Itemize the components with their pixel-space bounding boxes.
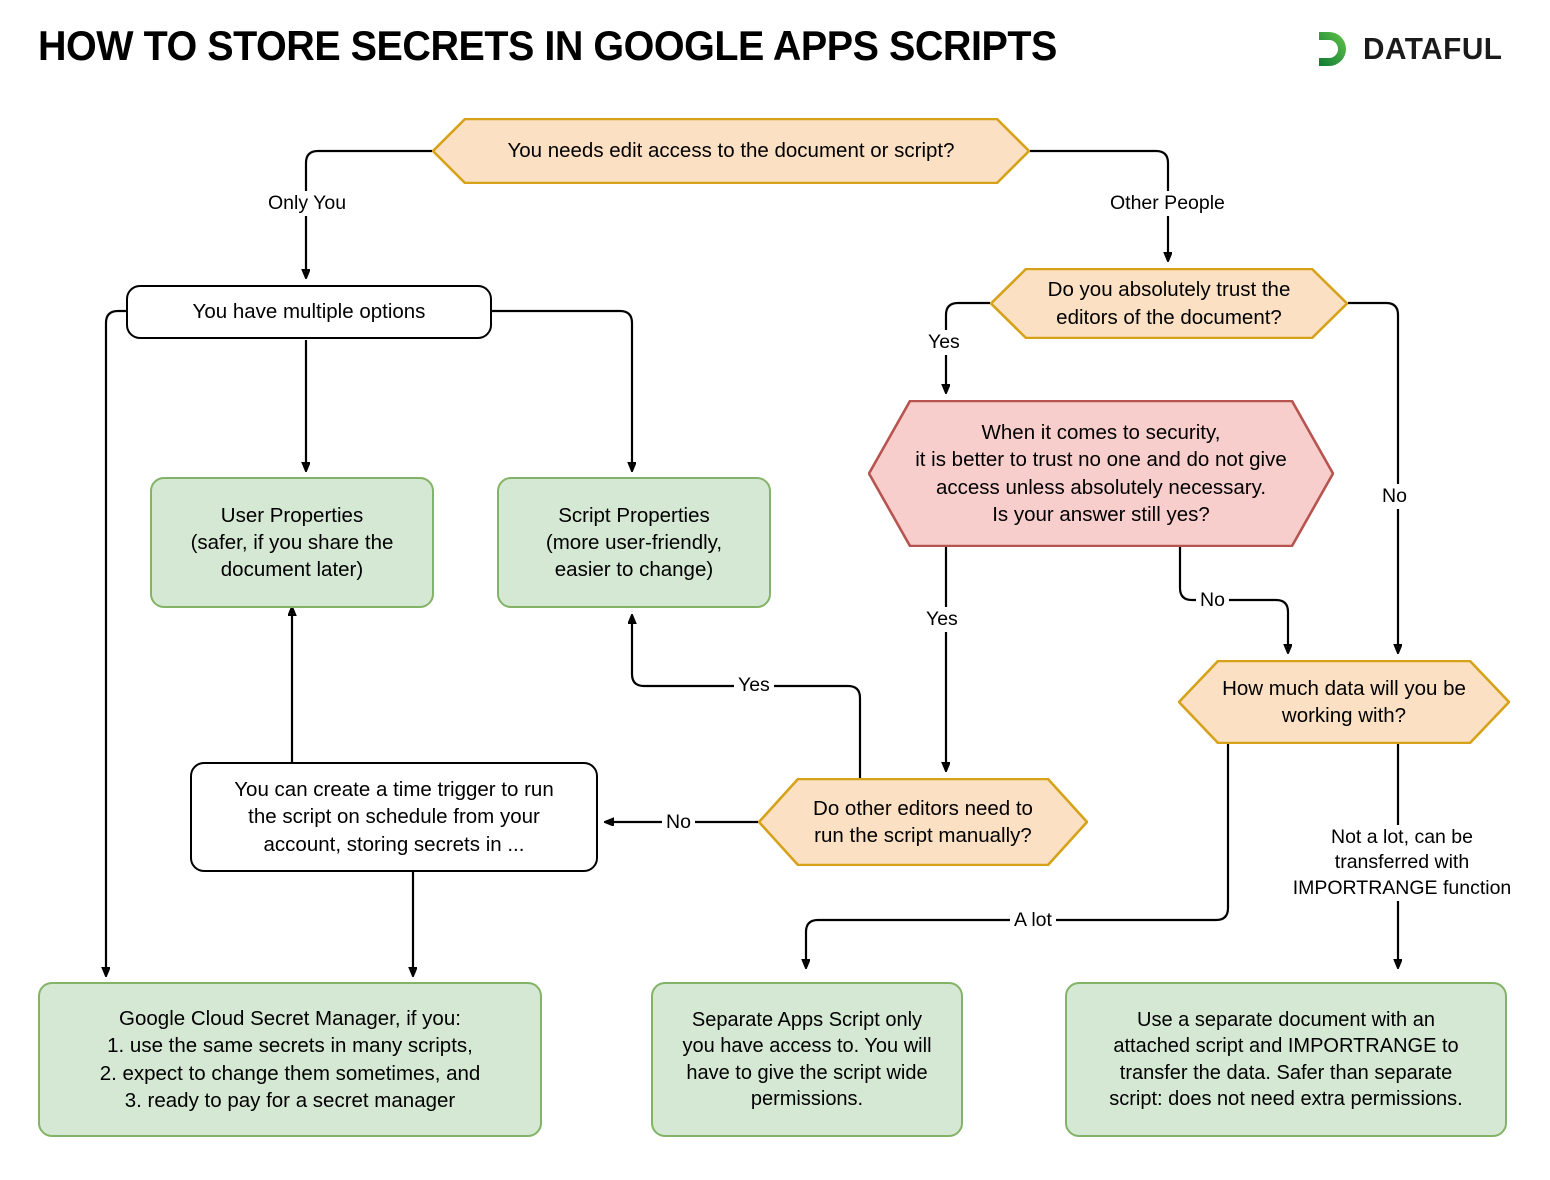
brand-logo: DATAFUL bbox=[1316, 28, 1508, 70]
edge-label-manual-yes: Yes bbox=[734, 673, 774, 699]
node-label: You needs edit access to the document or… bbox=[507, 139, 955, 163]
hexagon-shape bbox=[1178, 660, 1510, 744]
node-label: Script Properties (more user-friendly, e… bbox=[545, 503, 723, 582]
node-script-properties[interactable]: Script Properties (more user-friendly, e… bbox=[497, 477, 771, 608]
node-q-trust[interactable]: Do you absolutely trust the editors of t… bbox=[990, 268, 1348, 339]
node-label: User Properties (safer, if you share the… bbox=[190, 503, 394, 582]
node-label: Google Cloud Secret Manager, if you: 1. … bbox=[99, 1007, 481, 1112]
edge-label-a-lot: A lot bbox=[1010, 908, 1056, 934]
node-multi-options[interactable]: You have multiple options bbox=[126, 285, 492, 339]
node-label: Use a separate document with an attached… bbox=[1109, 1008, 1463, 1110]
node-warning-trust[interactable]: When it comes to security, it is better … bbox=[868, 400, 1334, 547]
hexagon-shape bbox=[758, 778, 1088, 866]
edge-multi-script-properties bbox=[492, 309, 632, 470]
node-separate-document[interactable]: Use a separate document with an attached… bbox=[1065, 982, 1507, 1137]
hexagon-shape bbox=[432, 118, 1030, 184]
node-gcsm[interactable]: Google Cloud Secret Manager, if you: 1. … bbox=[38, 982, 542, 1137]
page-header: HOW TO STORE SECRETS IN GOOGLE APPS SCRI… bbox=[0, 0, 1550, 95]
node-label: How much data will you be working with? bbox=[1222, 676, 1466, 727]
hexagon-shape bbox=[990, 268, 1348, 339]
node-label: You can create a time trigger to run the… bbox=[234, 778, 554, 856]
node-label: Do you absolutely trust the editors of t… bbox=[1047, 278, 1291, 329]
node-label: You have multiple options bbox=[192, 300, 426, 324]
edge-trust-no bbox=[1348, 301, 1398, 652]
node-q-manual[interactable]: Do other editors need to run the script … bbox=[758, 778, 1088, 866]
node-time-trigger[interactable]: You can create a time trigger to run the… bbox=[190, 762, 598, 872]
edge-multi-gcsm bbox=[106, 309, 126, 975]
edge-label-warn-no: No bbox=[1196, 588, 1229, 614]
brand-name: DATAFUL bbox=[1362, 31, 1503, 66]
node-q-access[interactable]: You needs edit access to the document or… bbox=[432, 118, 1030, 184]
edge-label-other-people: Other People bbox=[1106, 191, 1229, 217]
node-label: Do other editors need to run the script … bbox=[813, 796, 1033, 847]
edge-label-not-a-lot: Not a lot, can be transferred with IMPOR… bbox=[1268, 825, 1536, 902]
node-q-data[interactable]: How much data will you be working with? bbox=[1178, 660, 1510, 744]
node-label: When it comes to security, it is better … bbox=[915, 421, 1287, 526]
node-separate-script[interactable]: Separate Apps Script only you have acces… bbox=[651, 982, 963, 1137]
node-label: Separate Apps Script only you have acces… bbox=[682, 1008, 932, 1110]
edge-label-trust-no: No bbox=[1378, 484, 1411, 510]
node-user-properties[interactable]: User Properties (safer, if you share the… bbox=[150, 477, 434, 608]
page-title: HOW TO STORE SECRETS IN GOOGLE APPS SCRI… bbox=[38, 22, 1057, 69]
edge-label-manual-no: No bbox=[662, 810, 695, 836]
edge-label-warn-yes: Yes bbox=[922, 607, 962, 633]
dataful-d-mark-icon bbox=[1318, 32, 1346, 66]
edge-label-only-you: Only You bbox=[264, 191, 351, 217]
edge-label-trust-yes: Yes bbox=[924, 330, 964, 356]
hexagon-shape bbox=[868, 400, 1334, 547]
